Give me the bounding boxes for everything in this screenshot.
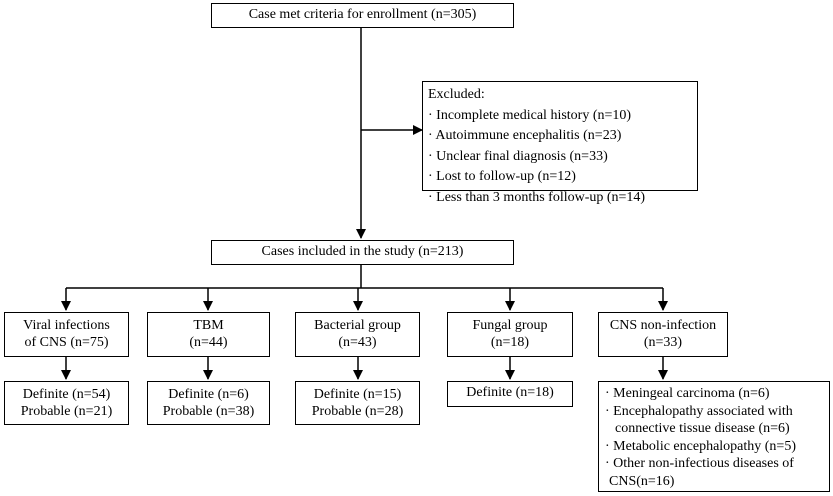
excluded-box: Excluded: · Incomplete medical history (… [422, 81, 698, 205]
outcome-definite: Definite (n=18) [466, 385, 554, 400]
excluded-title: Excluded: [428, 87, 485, 102]
group-box-fungal: Fungal group (n=18) [447, 312, 573, 357]
group-label: TBM [193, 318, 224, 333]
outcome-probable: Probable (n=21) [20, 404, 113, 419]
detail-item: · Other non-infectious diseases of [605, 456, 794, 471]
group-label: Fungal group [472, 318, 548, 333]
outcome-probable: Probable (n=38) [162, 404, 255, 419]
outcome-definite: Definite (n=15) [313, 387, 402, 402]
outcome-definite: Definite (n=54) [22, 387, 111, 402]
outcome-box-bacterial: Definite (n=15) Probable (n=28) [295, 381, 420, 425]
detail-item: · Meningeal carcinoma (n=6) [605, 386, 770, 401]
group-box-non-infection: CNS non-infection (n=33) [598, 312, 728, 357]
excluded-item: · Incomplete medical history (n=10) [428, 107, 632, 123]
group-count: (n=33) [643, 335, 683, 350]
group-count: (n=18) [490, 335, 530, 350]
detail-item: CNS(n=16) [609, 473, 675, 489]
enrollment-text: Case met criteria for enrollment (n=305) [248, 7, 477, 22]
group-box-viral: Viral infections of CNS (n=75) [4, 312, 129, 357]
outcome-box-viral: Definite (n=54) Probable (n=21) [4, 381, 129, 425]
outcome-box-fungal: Definite (n=18) [447, 381, 573, 407]
excluded-item: · Lost to follow-up (n=12) [428, 169, 576, 184]
group-box-bacterial: Bacterial group (n=43) [295, 312, 420, 357]
group-label: Viral infections [23, 318, 110, 333]
outcome-definite: Definite (n=6) [168, 387, 249, 402]
detail-item: · Encephalopathy associated with [605, 403, 793, 419]
detail-item: · Metabolic encephalopathy (n=5) [605, 438, 796, 454]
outcome-probable: Probable (n=28) [311, 404, 404, 419]
detail-item: connective tissue disease (n=6) [615, 421, 790, 436]
non-infection-details-box: · Meningeal carcinoma (n=6) · Encephalop… [598, 381, 830, 492]
outcome-box-tbm: Definite (n=6) Probable (n=38) [147, 381, 270, 425]
included-text: Cases included in the study (n=213) [261, 244, 464, 259]
enrollment-box: Case met criteria for enrollment (n=305) [211, 3, 514, 28]
group-label: CNS non-infection [609, 318, 717, 333]
excluded-item: · Less than 3 months follow-up (n=14) [428, 189, 646, 205]
group-label: Bacterial group [314, 318, 401, 333]
included-box: Cases included in the study (n=213) [211, 240, 514, 265]
group-count: (n=43) [338, 335, 377, 350]
excluded-item: · Unclear final diagnosis (n=33) [428, 148, 608, 164]
group-box-tbm: TBM (n=44) [147, 312, 270, 357]
group-count: of CNS (n=75) [24, 335, 109, 350]
excluded-item: · Autoimmune encephalitis (n=23) [428, 128, 622, 143]
group-count: (n=44) [189, 335, 228, 350]
